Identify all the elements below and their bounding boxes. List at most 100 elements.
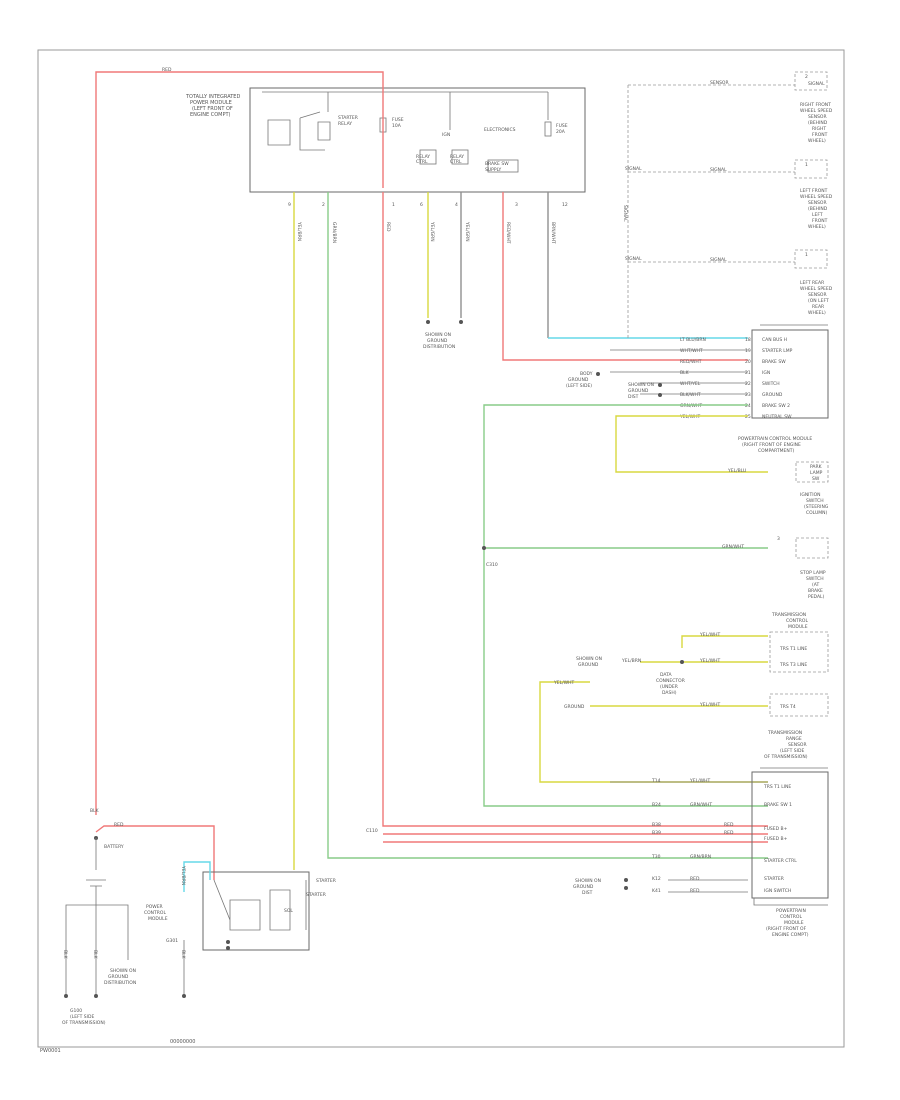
c2-left: SIGNAL: [625, 166, 642, 172]
tipm-sw-2: SUPPLY: [485, 167, 501, 173]
pcm-row-6-wire: RED: [690, 876, 700, 882]
ecm-label-5: SWITCH: [762, 381, 780, 387]
c1-mid: SIGNAL: [808, 81, 825, 87]
footer-code: PW0001: [40, 1048, 61, 1054]
starter-label: STARTER: [316, 878, 336, 884]
tcm-mid-b-1: DATA: [660, 672, 673, 678]
wire-label-grn-brn: GRN/BRN: [331, 222, 337, 243]
ecm-wire-2: WHT/WHT: [680, 348, 703, 354]
ecm-wire-6: BLK/WHT: [680, 392, 701, 398]
tcm-mid-b-2: CONNECTOR: [656, 678, 685, 684]
tipm-pin-5: 4: [455, 202, 458, 208]
ecm-label-1: CAN BUS H: [762, 337, 787, 343]
stop-lamp-switch: GRN/WHT 3 STOP LAMP SWITCH (AT BRAKE PED…: [482, 536, 829, 600]
tcm-r5-3: SENSOR: [788, 742, 807, 748]
pcm-row-1-pin: T14: [651, 778, 661, 784]
starter-name-3: MODULE: [148, 916, 168, 922]
tcm-trs-b: TRS T3 LINE: [779, 662, 807, 668]
ecm-pin-8: 25: [745, 414, 751, 420]
starter-bottom: STARTER: [306, 892, 326, 898]
tcm-mid-b-4: DASH): [662, 690, 677, 696]
battery-name-a-3: OF TRANSMISSION): [62, 1020, 106, 1026]
ecm-pin-7: 24: [745, 403, 751, 409]
pcm-row-7-pin: K41: [652, 888, 661, 894]
stop-name-1: STOP LAMP: [800, 570, 826, 576]
wire-label-brn-wht: BRN/WHT: [550, 222, 556, 244]
ecm-left2-1: SHOWN ON: [628, 382, 654, 388]
c1-name-6: FRONT: [812, 132, 828, 138]
starter-name-1: POWER: [146, 904, 163, 910]
ecm-left-2: GROUND: [568, 377, 589, 383]
c1-name-5: RIGHT: [812, 126, 826, 132]
starter-vert-1: YEL/BRN: [180, 865, 186, 885]
park-lamp-3: SW: [812, 476, 820, 482]
c2-name-6: FRONT: [812, 218, 828, 224]
battery-name-a-1: G100: [70, 1008, 82, 1014]
tipm-pin-6: 3: [515, 202, 518, 208]
tipm-name-3: (LEFT FRONT OF: [192, 106, 233, 112]
wire-label-red: RED: [385, 222, 391, 232]
c1-name-1: RIGHT FRONT: [800, 102, 831, 108]
middle-conn-label: C310: [486, 562, 498, 568]
ground-center-2: GROUND: [427, 338, 448, 344]
tipm-sw-1: BRAKE SW: [485, 161, 509, 167]
pcm-row-2-pin: B24: [652, 802, 661, 808]
ecm-label-3: BRAKE SW: [762, 359, 786, 365]
ecm-label-8: NEUTRAL SW: [762, 414, 792, 420]
pcm-row-4-pin: B39: [652, 830, 661, 836]
stop-name-5: PEDAL): [808, 594, 825, 600]
c3-name-3: SENSOR: [808, 292, 827, 298]
tcm-mid-b-3: (UNDER: [660, 684, 678, 690]
relay-b-label-2: CTRL: [450, 159, 462, 165]
wire-red-main: [95, 71, 384, 815]
fuse-left-1: FUSE: [392, 117, 404, 123]
ecm-label-6: GROUND: [762, 392, 783, 398]
park-lamp-1: PARK: [810, 464, 823, 470]
park-name-4: COLUMN): [806, 510, 828, 516]
starter-motor: STARTER POWER CONTROL MODULE SOL YEL/BRN…: [144, 861, 336, 998]
starter-name-2: CONTROL: [144, 910, 166, 916]
pcm-rows: T14 YEL/WHT TRS T1 LINE B24 GRN/WHT BRAK…: [651, 778, 797, 894]
c3-left: SIGNAL: [625, 256, 642, 262]
tcm-r5-4: (LEFT SIDE: [780, 748, 804, 754]
pcm-row-3-wire: RED: [724, 822, 734, 828]
c1-name-2: WHEEL SPEED: [800, 108, 833, 114]
tcm-ground-lbl: GROUND: [564, 704, 585, 710]
tcm-mid-a-1: SHOWN ON: [576, 656, 602, 662]
battery-lbl2: BLK: [90, 808, 100, 814]
tcm-brn-3: YEL/BRN: [621, 658, 641, 664]
c2-name-2: WHEEL SPEED: [800, 194, 833, 200]
relay-a-label-2: CTRL: [416, 159, 428, 165]
pcm-row-6-pin: K12: [652, 876, 661, 882]
c1-name-7: WHEEL): [808, 138, 826, 144]
c3-mid: SIGNAL: [710, 257, 727, 263]
pcm-name-2: CONTROL: [780, 914, 802, 920]
wire-red-wht: [502, 192, 748, 361]
right-component-3: SIGNAL SIGNAL 1 LEFT REAR WHEEL SPEED SE…: [625, 249, 833, 316]
ecm-label-7: BRAKE SW 2: [762, 403, 790, 409]
c1-pin: 2: [805, 74, 808, 80]
wire-label-yel-grn-a: YEL/GRN: [429, 221, 435, 242]
ecm-lines: [610, 349, 748, 395]
tipm-name-4: ENGINE COMPT): [190, 112, 231, 118]
right-component-2: SIGNAL SIGNAL 1 LEFT FRONT WHEEL SPEED S…: [625, 159, 833, 230]
starter-sol: SOL: [284, 908, 293, 914]
battery-name-b-2: GROUND: [108, 974, 129, 980]
pcm-name-5: ENGINE COMPT): [772, 932, 809, 938]
pcm-row-4-wire: RED: [724, 830, 734, 836]
tcm-mid-a-2: GROUND: [578, 662, 599, 668]
tcm-brn-1: YEL/WHT: [699, 632, 720, 638]
pcm-name-4: (RIGHT FRONT OF: [766, 926, 807, 932]
pcm-row-6-label: STARTER: [764, 876, 784, 882]
ground-center-1: SHOWN ON: [425, 332, 451, 338]
battery-gnd-b: BLK: [92, 950, 98, 960]
c2-mid: SIGNAL: [710, 167, 727, 173]
tcm-group: TRANSMISSION CONTROL MODULE TRS T1 LINE …: [539, 612, 829, 783]
pcm-row-7-label: IGN SWITCH: [764, 888, 791, 894]
pcm-thin-lines: [610, 781, 768, 893]
stop-name-4: BRAKE: [808, 588, 823, 594]
pcm-c-label: C110: [366, 828, 378, 834]
tipm-pin-3: 1: [392, 202, 395, 208]
c2-name-4: (BEHIND: [808, 206, 828, 212]
ecm-name-1: POWERTRAIN CONTROL MODULE: [738, 436, 812, 442]
